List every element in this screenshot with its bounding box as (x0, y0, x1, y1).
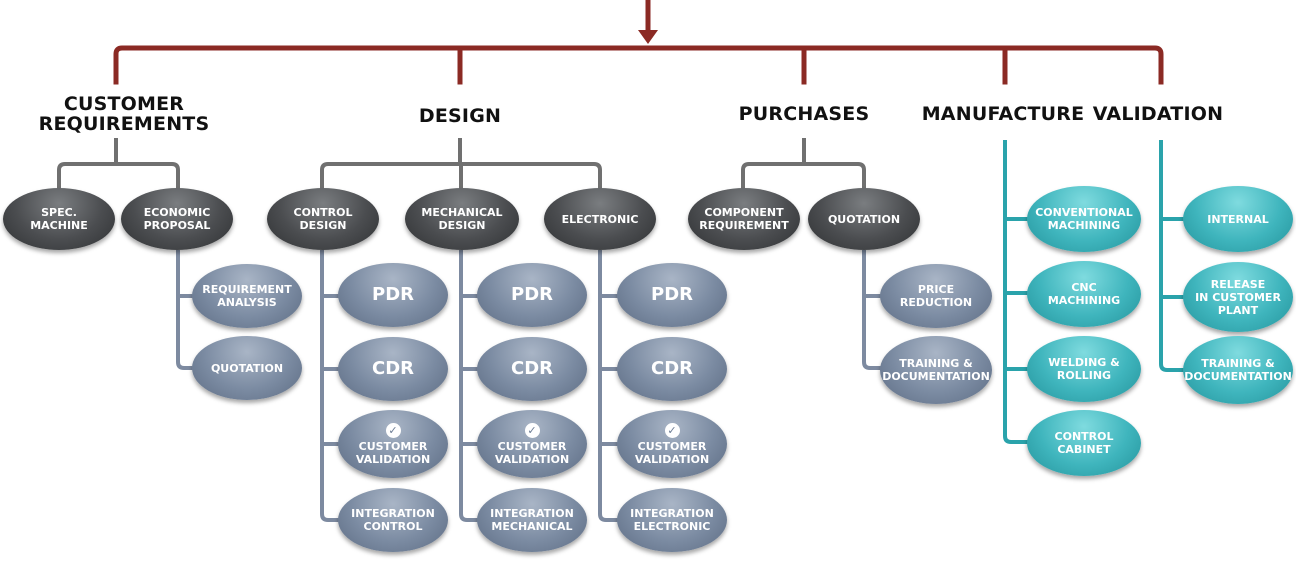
check-icon: ✓ (664, 422, 680, 438)
node-cdr-control: CDR (338, 337, 448, 401)
node-customer-validation-electronic: ✓ CUSTOMER VALIDATION (617, 410, 727, 478)
header-customer-requirements: CUSTOMER REQUIREMENTS (38, 93, 210, 135)
node-control-cabinet: CONTROL CABINET (1027, 410, 1141, 476)
node-customer-validation-mechanical: ✓ CUSTOMER VALIDATION (477, 410, 587, 478)
check-icon: ✓ (524, 422, 540, 438)
node-cdr-mechanical: CDR (477, 337, 587, 401)
node-control-design: CONTROL DESIGN (267, 188, 379, 250)
node-label: CUSTOMER VALIDATION (355, 439, 431, 466)
node-mechanical-design: MECHANICAL DESIGN (405, 188, 519, 250)
node-spec-machine: SPEC. MACHINE (3, 188, 115, 250)
node-purchases-training: TRAINING & DOCUMENTATION (880, 336, 992, 404)
node-integration-mechanical: INTEGRATION MECHANICAL (477, 488, 587, 552)
check-icon: ✓ (385, 422, 401, 438)
node-label: CUSTOMER VALIDATION (634, 439, 710, 466)
header-purchases: PURCHASES (738, 103, 870, 125)
node-cdr-electronic: CDR (617, 337, 727, 401)
node-integration-electronic: INTEGRATION ELECTRONIC (617, 488, 727, 552)
node-cnc-machining: CNC MACHINING (1027, 261, 1141, 327)
node-customer-validation-control: ✓ CUSTOMER VALIDATION (338, 410, 448, 478)
node-price-reduction: PRICE REDUCTION (880, 264, 992, 328)
header-validation: VALIDATION (1092, 103, 1224, 125)
arrow-down-icon (638, 30, 658, 44)
node-internal: INTERNAL (1183, 186, 1293, 252)
node-economic-proposal: ECONOMIC PROPOSAL (121, 188, 233, 250)
header-design: DESIGN (418, 105, 502, 127)
node-pdr-mechanical: PDR (477, 263, 587, 327)
node-customer-quotation: QUOTATION (192, 336, 302, 400)
node-component-requirement: COMPONENT REQUIREMENT (688, 188, 800, 250)
node-pdr-electronic: PDR (617, 263, 727, 327)
node-welding-rolling: WELDING & ROLLING (1027, 336, 1141, 402)
node-label: CUSTOMER VALIDATION (494, 439, 570, 466)
node-requirement-analysis: REQUIREMENT ANALYSIS (192, 264, 302, 328)
node-purchases-quotation: QUOTATION (808, 188, 920, 250)
node-pdr-control: PDR (338, 263, 448, 327)
node-electronic: ELECTRONIC (544, 188, 656, 250)
node-conventional-machining: CONVENTIONAL MACHINING (1027, 186, 1141, 252)
node-integration-control: INTEGRATION CONTROL (338, 488, 448, 552)
node-release-customer-plant: RELEASE IN CUSTOMER PLANT (1183, 262, 1293, 332)
node-validation-training: TRAINING & DOCUMENTATION (1183, 336, 1293, 404)
header-manufacture: MANUFACTURE (921, 103, 1085, 125)
